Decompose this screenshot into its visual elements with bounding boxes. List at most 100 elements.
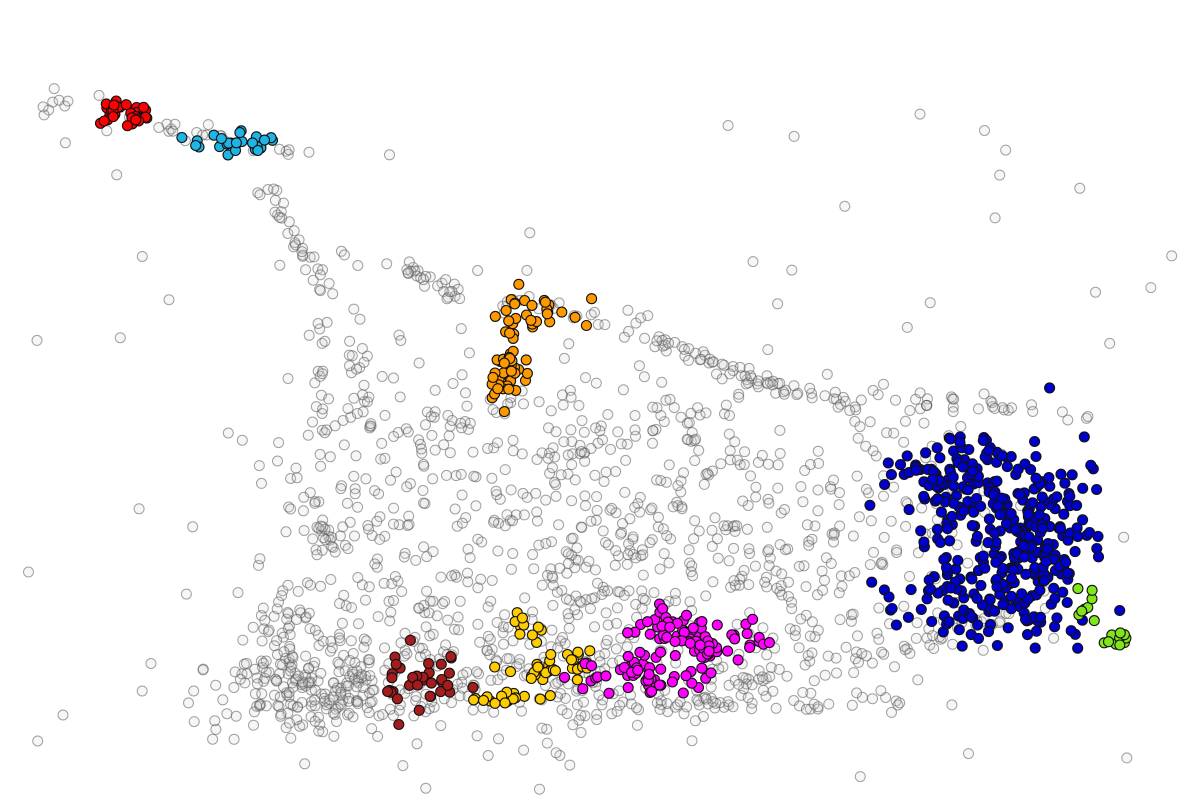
background-point: [449, 503, 461, 515]
background-point: [259, 614, 271, 626]
background-point: [456, 369, 468, 381]
cluster-point: [107, 111, 119, 123]
background-point: [442, 614, 454, 626]
cluster-point: [525, 672, 537, 685]
background-point: [275, 658, 286, 670]
background-point: [712, 552, 724, 564]
background-point: [447, 378, 459, 389]
background-point: [727, 701, 739, 713]
background-point: [491, 489, 503, 501]
background-point: [804, 630, 816, 642]
background-point: [221, 708, 233, 720]
background-point: [803, 539, 815, 551]
cluster-point: [982, 626, 995, 638]
cluster-point: [947, 471, 959, 483]
cluster-point: [669, 635, 681, 648]
cluster-point: [729, 633, 741, 645]
background-point: [847, 530, 859, 542]
background-point: [136, 685, 148, 697]
background-point: [912, 674, 924, 686]
background-point: [878, 490, 889, 502]
background-point: [614, 700, 626, 711]
cluster-point: [982, 537, 994, 549]
background-point: [546, 624, 558, 636]
background-point: [646, 502, 658, 514]
cluster-point: [622, 627, 634, 639]
background-point: [733, 391, 745, 403]
cluster-point: [600, 670, 612, 682]
cluster-point: [516, 612, 528, 624]
background-point: [453, 624, 465, 636]
cluster-point: [696, 616, 708, 628]
background-point: [455, 323, 467, 335]
cluster-point: [983, 444, 995, 457]
background-point: [352, 698, 364, 710]
cluster-point: [711, 619, 723, 631]
cluster-point: [680, 670, 692, 682]
background-point: [994, 169, 1006, 181]
background-point: [283, 144, 295, 156]
background-point: [800, 703, 812, 715]
background-point: [898, 600, 910, 612]
background-point: [377, 709, 389, 720]
cluster-point: [423, 657, 435, 670]
cluster-point: [1072, 530, 1084, 542]
cluster-point: [879, 478, 891, 491]
cluster-point: [920, 447, 932, 459]
background-point: [418, 497, 430, 509]
cluster-point: [404, 634, 416, 646]
background-point: [763, 544, 775, 556]
background-point: [832, 401, 844, 413]
background-point: [402, 426, 414, 438]
background-point: [282, 228, 294, 239]
background-point: [268, 183, 280, 195]
cluster-point: [411, 679, 424, 691]
background-point: [564, 759, 576, 771]
background-point: [314, 269, 326, 281]
background-point: [617, 384, 629, 396]
background-point: [693, 525, 705, 537]
background-point: [278, 197, 289, 209]
background-point: [336, 617, 348, 629]
background-point: [357, 389, 369, 401]
cluster-point: [545, 648, 557, 661]
cluster-point: [684, 637, 696, 649]
background-point: [463, 347, 475, 359]
cluster-point: [954, 436, 966, 448]
background-point: [580, 372, 591, 384]
background-point: [388, 502, 400, 514]
background-point: [552, 642, 564, 654]
background-point: [460, 387, 471, 399]
background-point: [762, 458, 774, 470]
background-point: [307, 416, 318, 428]
background-point: [615, 528, 627, 540]
cluster-point: [498, 357, 510, 369]
background-point: [356, 343, 368, 354]
background-point: [615, 438, 627, 450]
background-point: [656, 376, 668, 388]
background-point: [590, 564, 601, 576]
background-point: [642, 310, 654, 322]
background-point: [145, 658, 157, 669]
background-point: [446, 415, 458, 426]
background-point: [600, 466, 612, 478]
cluster-point: [425, 677, 437, 689]
background-point: [510, 509, 522, 521]
background-point: [702, 467, 713, 479]
background-point: [507, 445, 519, 457]
cluster-point: [520, 354, 532, 366]
background-point: [467, 446, 479, 458]
background-point: [507, 635, 519, 647]
background-point: [1027, 406, 1039, 417]
background-point: [314, 448, 326, 460]
cluster-point: [632, 664, 644, 676]
background-point: [989, 402, 1001, 414]
background-point: [637, 549, 649, 561]
background-point: [870, 450, 882, 462]
background-point: [202, 119, 214, 131]
background-point: [799, 659, 811, 671]
background-point: [745, 470, 756, 482]
background-point: [490, 485, 502, 497]
background-point: [738, 564, 750, 576]
background-point: [253, 460, 265, 472]
